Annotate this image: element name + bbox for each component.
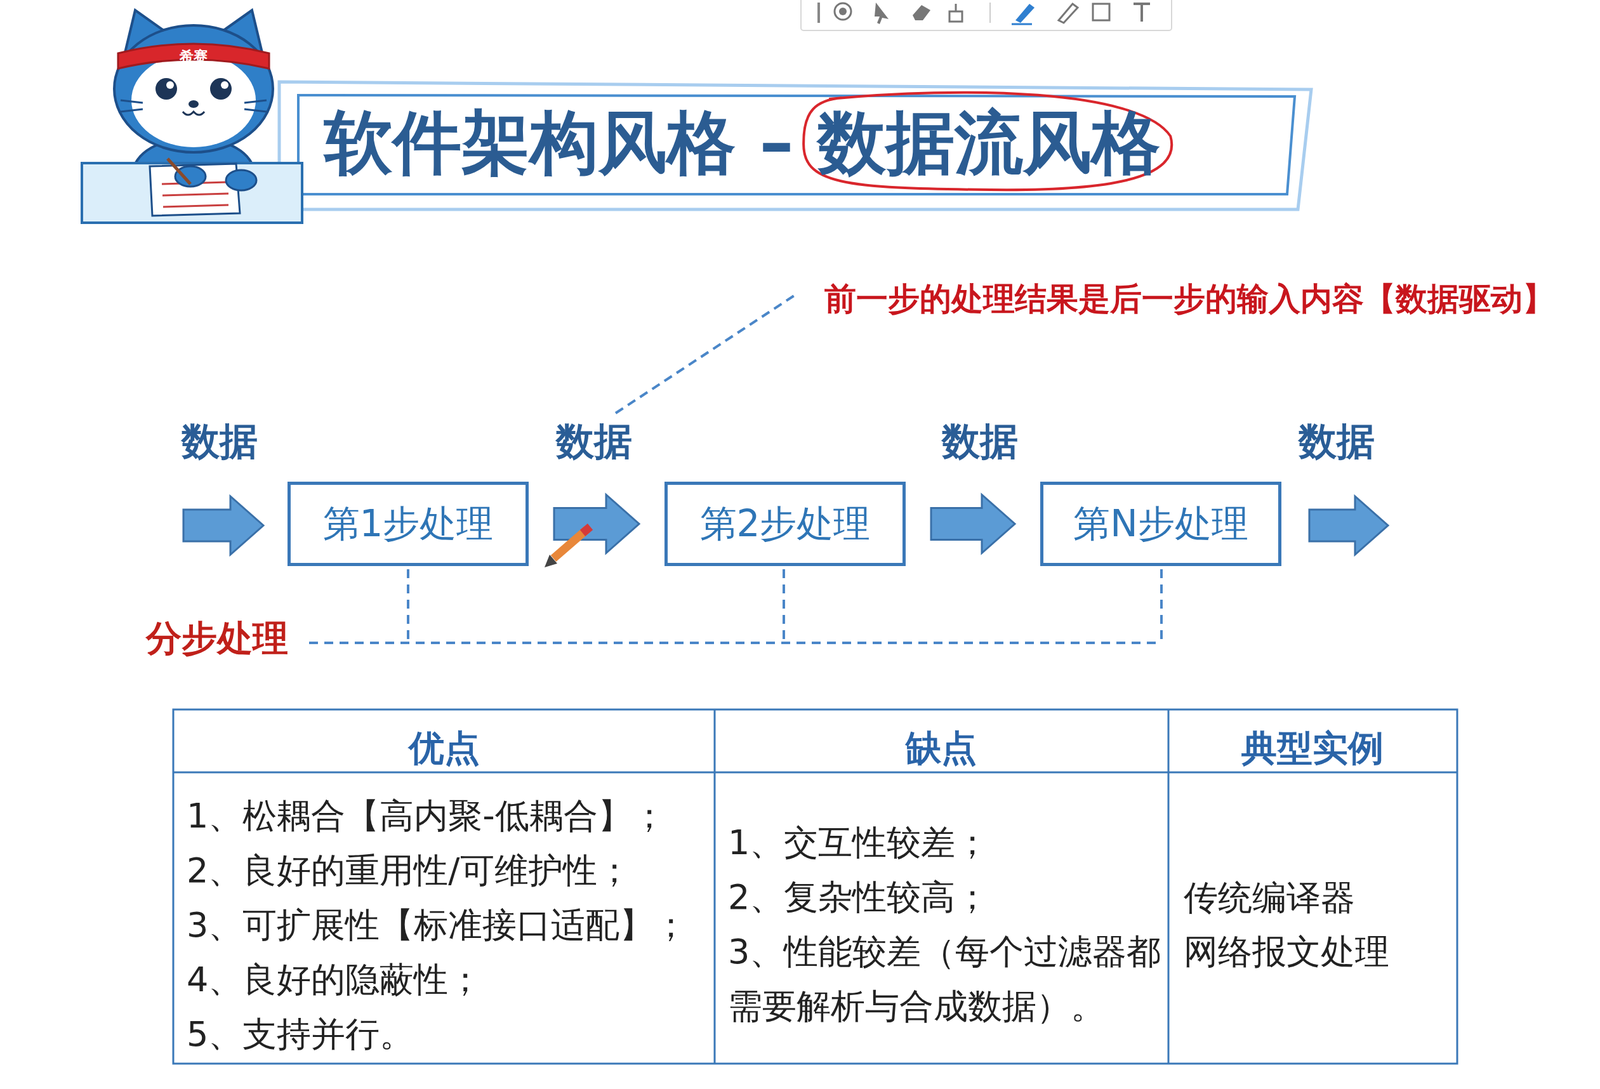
pencil-cursor-tip	[544, 554, 558, 568]
mascot-eye-highlight	[220, 81, 229, 89]
pencil-cursor-eraser	[582, 526, 591, 534]
pointer-icon	[874, 2, 889, 25]
slide-title: 软件架构风格 – 数据流风格	[324, 98, 1161, 188]
table-cell: 5、支持并行。	[186, 1012, 414, 1057]
brush-icon	[949, 3, 963, 22]
block-arrow	[931, 495, 1015, 554]
record-icon	[839, 7, 847, 16]
process-box: 第1步处理	[287, 481, 529, 567]
mascot-face	[131, 53, 256, 148]
block-arrow	[183, 496, 264, 555]
mascot-paper	[149, 163, 240, 216]
pencil-cursor	[544, 526, 591, 568]
data-label: 数据	[1298, 416, 1375, 466]
table-header: 典型实例	[1241, 724, 1384, 772]
toolbar-separator	[989, 2, 991, 23]
table-rule	[1167, 709, 1170, 1064]
pen-icon	[1015, 3, 1035, 23]
table-header: 优点	[408, 724, 480, 772]
toolbar	[800, 0, 1172, 31]
table-cell: 1、交互性较差；	[727, 820, 990, 866]
data-label: 数据	[181, 416, 258, 466]
mascot-mouth	[182, 111, 205, 115]
table-cell: 3、性能较差（每个过滤器都需要解析与合成数据）。	[727, 924, 1166, 1034]
step-label: 第N步处理	[1073, 502, 1248, 547]
headband-text: 希赛	[179, 46, 208, 66]
step-label: 第1步处理	[323, 502, 494, 547]
pencil-icon	[1058, 3, 1078, 23]
table-header: 缺点	[905, 724, 977, 772]
step-label: 第2步处理	[700, 502, 871, 547]
pencil-cursor-body	[553, 529, 588, 559]
mascot-head	[114, 25, 273, 153]
table-cell: 网络报文处理	[1183, 929, 1390, 975]
table-cell: 3、可扩展性【标准接口适配】；	[186, 903, 688, 948]
step-bracket	[309, 569, 1162, 643]
table-cell: 2、良好的重用性/可维护性；	[186, 848, 632, 893]
eraser-icon	[912, 5, 931, 21]
mascot-pencil	[167, 158, 191, 185]
table-border	[173, 709, 1458, 1064]
table-rule	[173, 771, 1458, 774]
table-cell: 2、复杂性较高；	[727, 875, 990, 920]
toolbar-separator	[817, 2, 820, 23]
table-rule	[714, 709, 716, 1064]
mascot-paw	[225, 170, 257, 191]
data-label: 数据	[941, 416, 1019, 466]
leader-line	[615, 295, 794, 414]
rect-icon	[1092, 3, 1110, 21]
record-icon	[834, 3, 852, 20]
block-arrow	[554, 495, 640, 554]
mascot-headband	[118, 43, 270, 69]
mascot-whiskers	[120, 100, 267, 112]
table-cell: 4、良好的隐蔽性；	[186, 957, 483, 1003]
mascot-nose	[188, 100, 199, 108]
callout-note: 前一步的处理结果是后一步的输入内容【数据驱动】	[824, 278, 1555, 320]
process-box: 第N步处理	[1040, 481, 1282, 567]
text-tool-icon	[1133, 3, 1151, 22]
table-cell: 1、松耦合【高内聚-低耦合】；	[186, 793, 667, 839]
banner-frame	[298, 95, 1295, 195]
mascot-eye-highlight	[166, 81, 174, 89]
mascot-eye	[155, 78, 178, 100]
mascot-eye	[210, 78, 232, 100]
pen-icon	[1011, 23, 1032, 26]
banner-frame	[279, 81, 1312, 210]
table-cell: 传统编译器	[1183, 875, 1356, 921]
bracket-note: 分步处理	[145, 614, 289, 662]
block-arrow	[1309, 496, 1389, 555]
process-box: 第2步处理	[664, 481, 906, 567]
mascot-desk	[81, 163, 303, 223]
data-label: 数据	[555, 416, 633, 466]
